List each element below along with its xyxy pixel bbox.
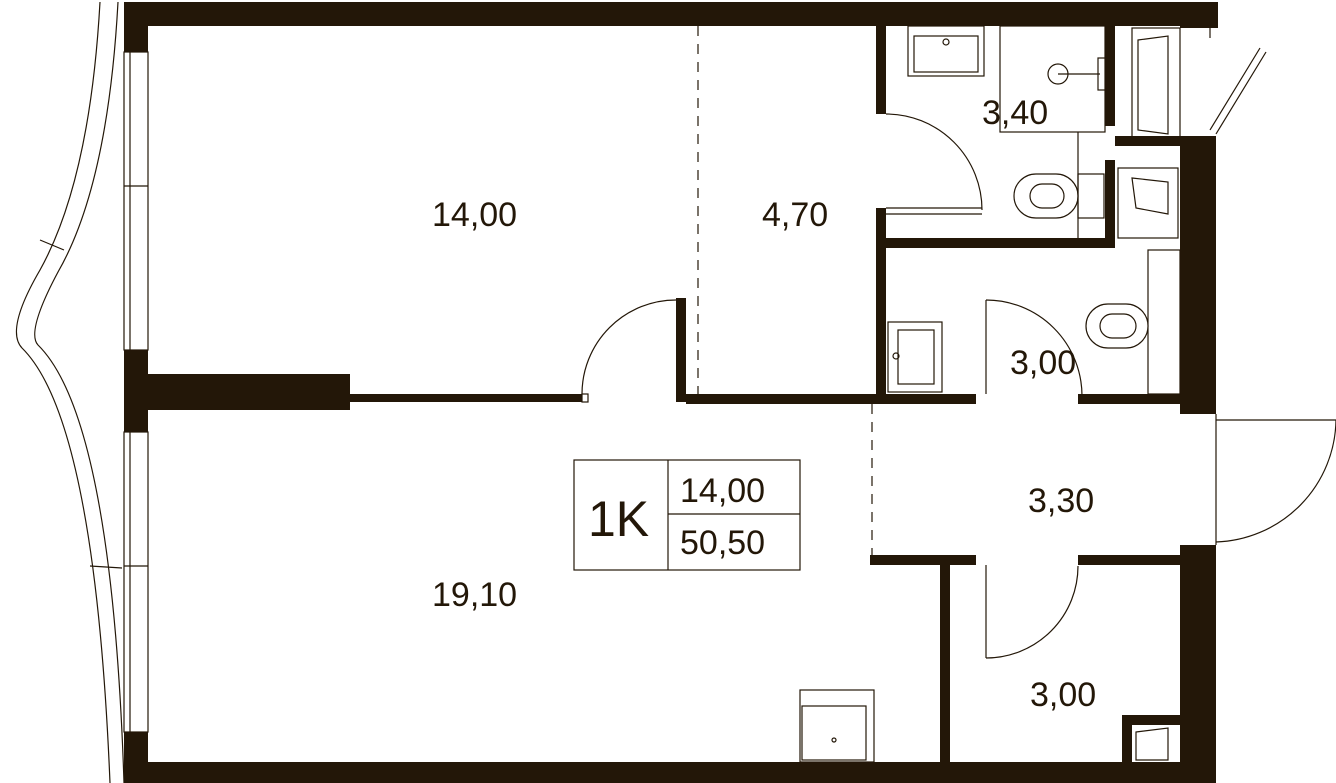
- window-frames-left: [123, 51, 149, 733]
- summary-badge: 1K 14,00 50,50: [573, 459, 801, 571]
- room-area-wc-middle: 3,00: [1010, 344, 1076, 382]
- room-area-hall-upper: 4,70: [762, 196, 828, 234]
- shaft-box-upper: [1117, 167, 1179, 239]
- shower-area: [999, 25, 1106, 133]
- toilet-upper: [1077, 173, 1105, 219]
- interior-walls: [148, 22, 1180, 762]
- sink-upper: [907, 25, 985, 77]
- kitchen-unit: [799, 689, 875, 763]
- sink-middle: [887, 321, 943, 393]
- outer-walls: [124, 2, 1218, 783]
- balcony-glazing: [15, 1, 125, 783]
- living-area-value: 14,00: [680, 472, 765, 510]
- zone-separators: [697, 26, 873, 555]
- apartment-type: 1K: [588, 491, 649, 547]
- room-area-storage-lower: 3,00: [1030, 676, 1096, 714]
- total-area-value: 50,50: [680, 524, 765, 562]
- room-area-upper-left: 14,00: [432, 196, 517, 234]
- door-swings: [581, 28, 1336, 659]
- cabinet-top-right: [1131, 27, 1181, 139]
- fixtures: [799, 25, 1181, 763]
- room-area-bath-upper: 3,40: [982, 94, 1048, 132]
- room-area-living-lower: 19,10: [432, 576, 517, 614]
- toilet-middle: [1147, 249, 1181, 395]
- room-area-hall-entry: 3,30: [1028, 482, 1094, 520]
- room-labels: 14,00 4,70 3,40 3,00 3,30 19,10 3,00: [432, 94, 1096, 714]
